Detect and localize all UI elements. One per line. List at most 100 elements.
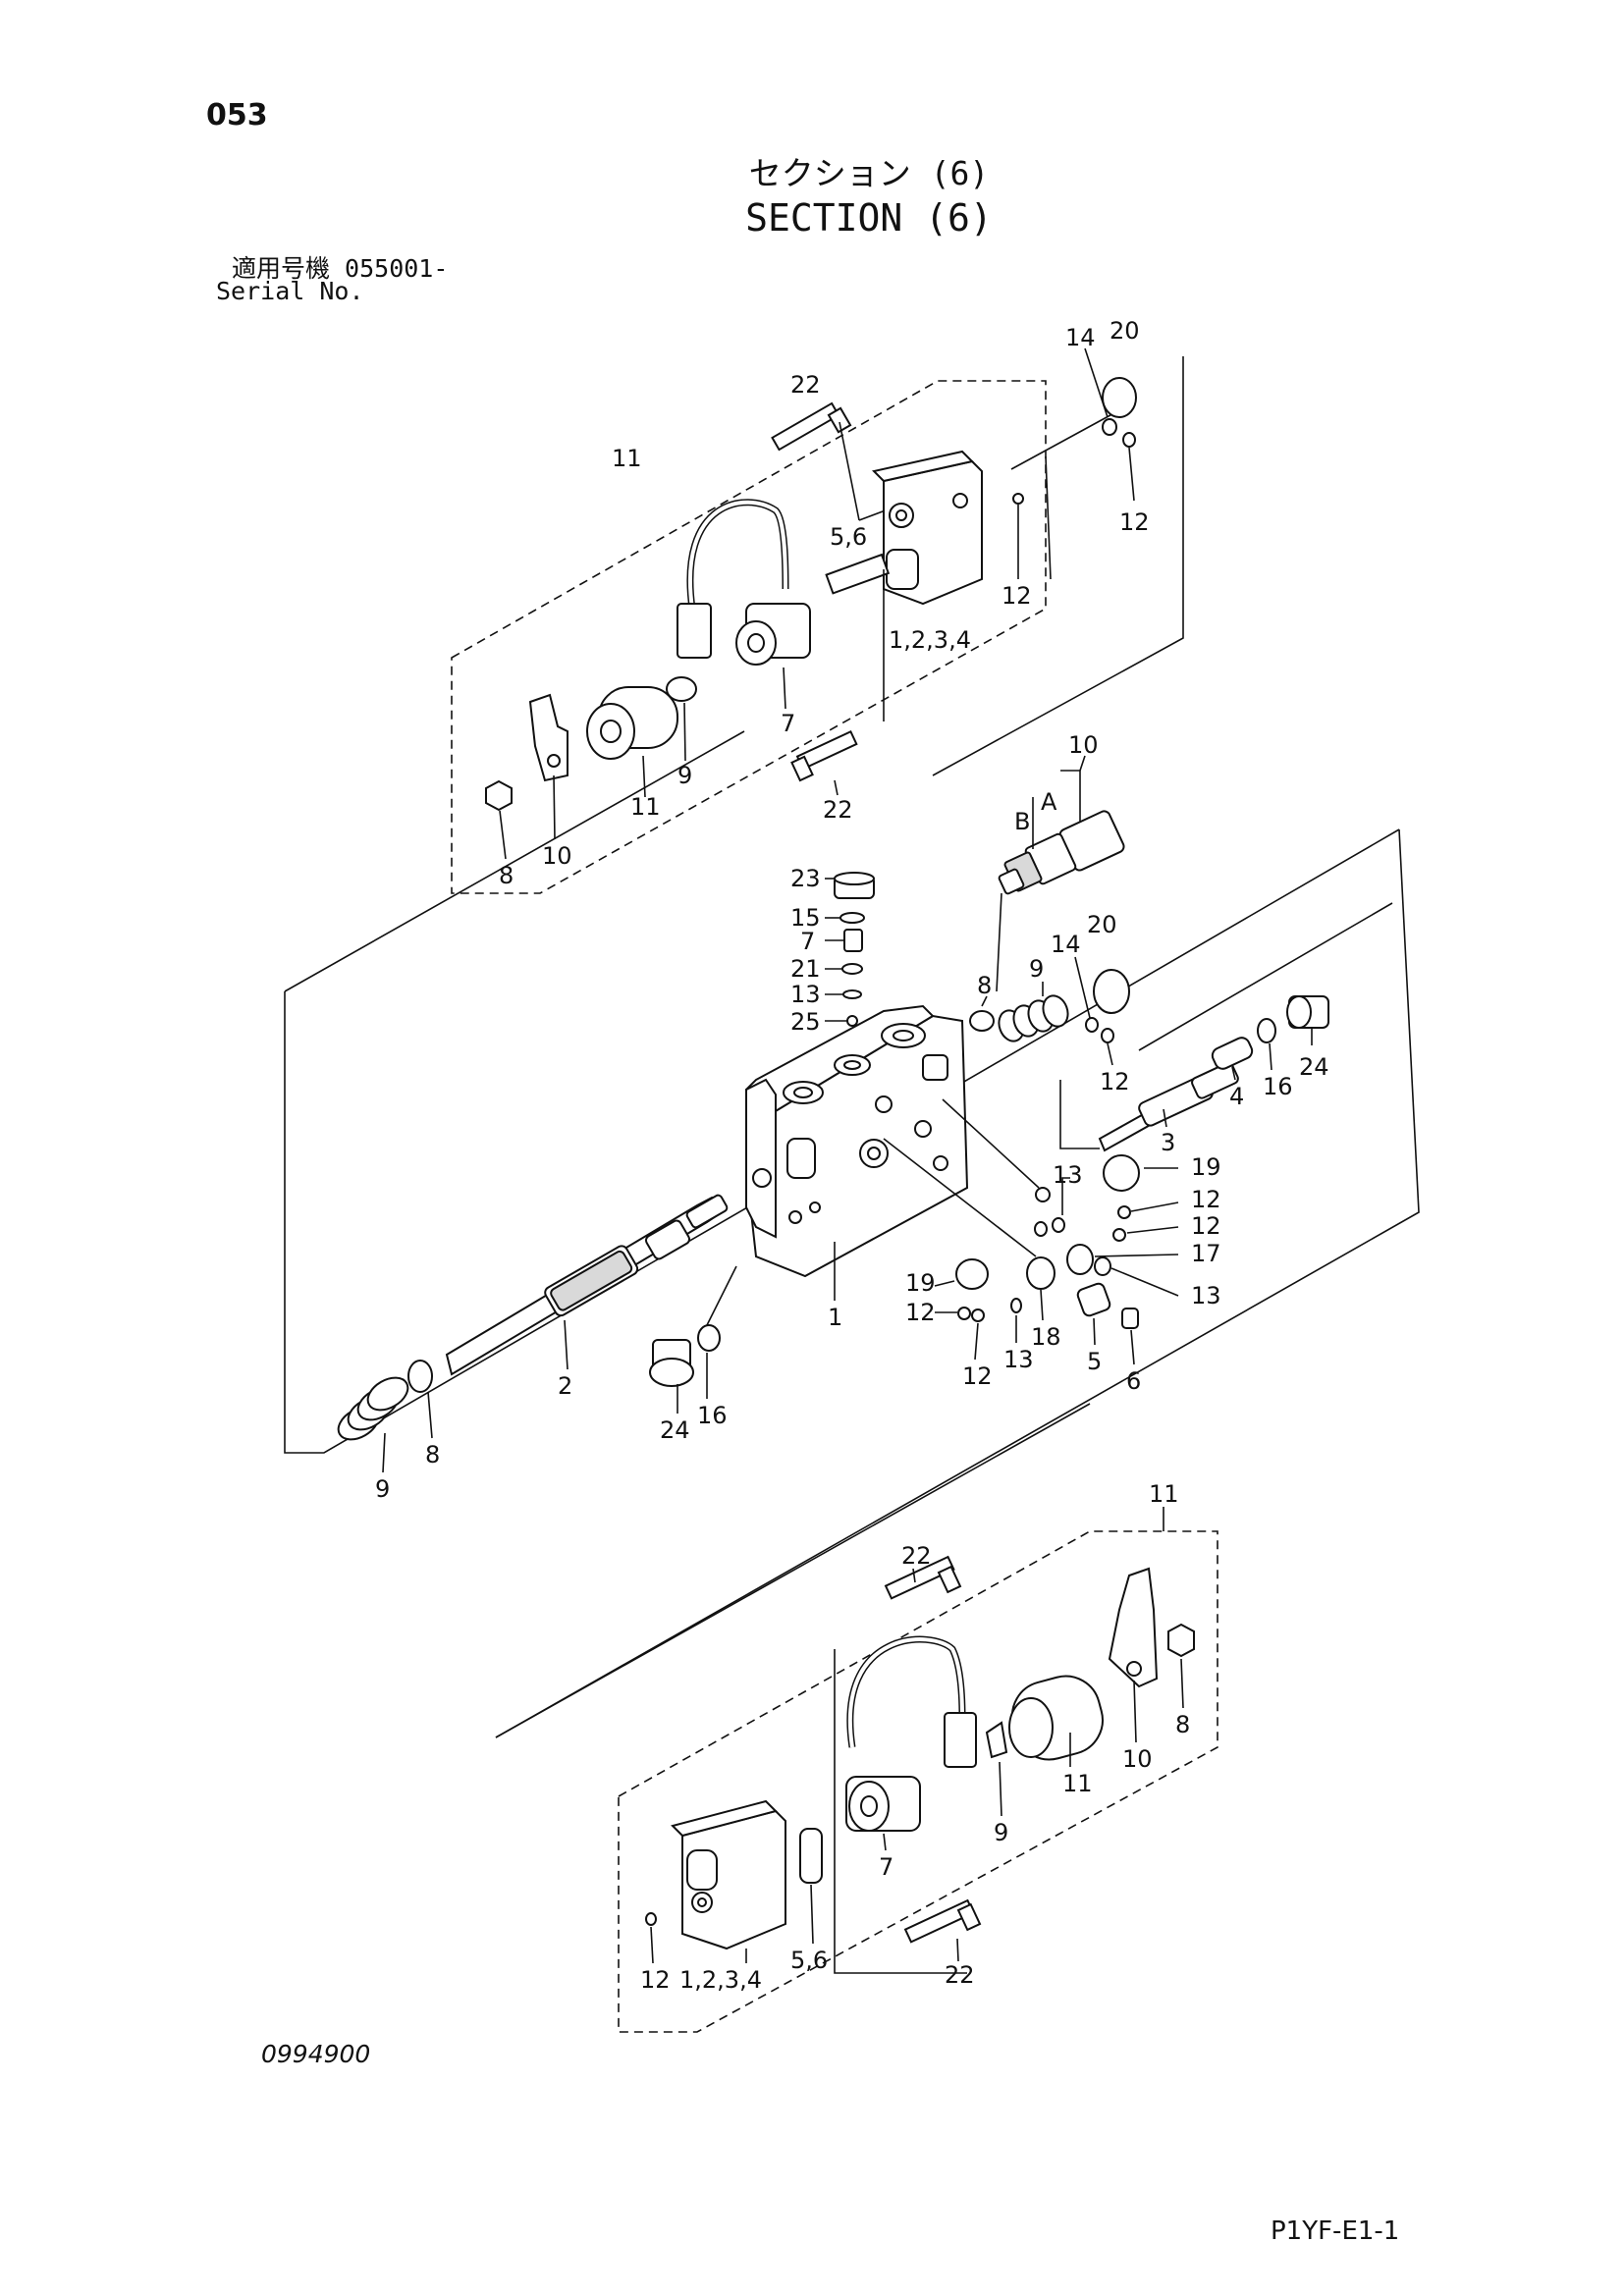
washer-8-mid <box>969 1010 995 1032</box>
leader-8-left <box>427 1391 433 1439</box>
leader-8-top <box>499 810 507 860</box>
oring-19-b <box>955 1258 989 1290</box>
oring-12-c <box>957 1307 971 1320</box>
bolt-22-bottom-b <box>903 1898 982 1944</box>
leader-3 <box>1163 1108 1167 1128</box>
serial-label-english: Serial No. <box>216 277 364 305</box>
leader-22 <box>839 421 860 521</box>
bottom-frame-line <box>834 1649 967 1974</box>
callout-21: 21 <box>790 955 821 983</box>
callout-24-mid: 24 <box>1299 1053 1329 1081</box>
stack-21-ring <box>841 963 863 975</box>
connector-bottom <box>944 1712 977 1768</box>
stack-15-oring <box>839 912 865 924</box>
callout-20-top: 20 <box>1110 317 1140 345</box>
leader-12-top-b <box>1128 447 1135 502</box>
callout-23: 23 <box>790 865 821 892</box>
leader-body-to-13 <box>942 1098 1040 1189</box>
title-english: SECTION (6) <box>745 196 993 240</box>
ring-9-top <box>666 676 697 702</box>
oring-12-r1 <box>1117 1205 1131 1219</box>
leader-56-bot <box>810 1884 814 1945</box>
leader-10 <box>1079 755 1086 772</box>
page-number: 053 <box>206 98 268 133</box>
spool-3 <box>1098 1061 1239 1152</box>
oring-12-r2 <box>1112 1228 1126 1242</box>
o-ring-12-top <box>1012 493 1024 505</box>
callout-12-bottom: 12 <box>640 1966 671 1994</box>
leader-16-right <box>1269 1042 1272 1071</box>
callout-13-b: 13 <box>1003 1346 1034 1373</box>
callout-22b-top: 22 <box>823 796 853 824</box>
coil-7-top <box>735 603 811 666</box>
leader-8-bot <box>1180 1658 1184 1709</box>
oring-12-bottom <box>645 1912 657 1926</box>
callout-3: 3 <box>1161 1129 1175 1156</box>
leader-8-mid <box>981 995 988 1007</box>
leader-9-left <box>382 1432 386 1473</box>
leader-10-top <box>553 774 556 840</box>
callout-11b-bottom: 11 <box>1062 1770 1093 1797</box>
callout-16-left: 16 <box>697 1402 728 1429</box>
callout-6: 6 <box>1126 1367 1141 1395</box>
callout-19-a: 19 <box>1191 1153 1221 1181</box>
title-japanese: セクション (6) <box>748 154 990 192</box>
plug-24-left <box>649 1339 694 1387</box>
oring-12-mid <box>1101 1028 1114 1043</box>
callout-9-top: 9 <box>677 762 692 789</box>
washer-8-left <box>407 1360 433 1393</box>
leader-13-r <box>1110 1267 1179 1297</box>
callout-12-top-b: 12 <box>1001 582 1032 610</box>
top-leader-line <box>1010 409 1120 470</box>
oring-20-mid <box>1093 969 1130 1014</box>
sleeve-11-bottom <box>1008 1675 1104 1761</box>
leader-9-top <box>683 702 686 762</box>
callout-11-bottom: 11 <box>1149 1480 1179 1508</box>
bottom-solenoid-assembly <box>495 1403 1218 2033</box>
callout-15: 15 <box>790 904 821 932</box>
callout-7-mid: 7 <box>800 928 815 955</box>
leader-19-b <box>934 1280 955 1287</box>
oring-14-mid <box>1085 1017 1099 1033</box>
leader-10-A <box>1060 770 1081 823</box>
callout-2: 2 <box>558 1372 572 1400</box>
stud-5-6-top <box>825 553 891 595</box>
leader-16-body <box>706 1265 737 1326</box>
main-frame-line-e <box>1059 1080 1100 1149</box>
callout-10-mid: 10 <box>1068 731 1099 759</box>
callout-12-c: 12 <box>905 1299 936 1326</box>
leader-14 <box>1084 347 1109 418</box>
bottom-assembly-dashed-boundary <box>618 1530 1218 2033</box>
callout-9-left: 9 <box>375 1475 390 1503</box>
leader-10-bot <box>1133 1680 1137 1743</box>
bracket-10-top <box>528 693 568 782</box>
spring-9-left <box>337 1376 409 1441</box>
callout-A: A <box>1041 788 1057 816</box>
connector-top <box>677 603 712 659</box>
bracket-10-bottom <box>1108 1567 1159 1688</box>
callout-16-mid: 16 <box>1263 1073 1293 1100</box>
callout-8-top: 8 <box>499 862 514 889</box>
stack-25-ball <box>846 1015 858 1027</box>
callout-14-mid: 14 <box>1051 931 1081 958</box>
ring-9-bottom <box>985 1721 1008 1759</box>
callout-13-r: 13 <box>1191 1282 1221 1309</box>
leader-22-bot <box>912 1568 916 1583</box>
stack-13-oring <box>842 989 862 999</box>
main-frame-line-b <box>284 730 745 992</box>
callout-11-top: 11 <box>612 445 642 472</box>
sleeve-11-top <box>586 686 678 760</box>
o-ring-12-top-b <box>1122 432 1136 448</box>
solenoid-valve-block-bottom <box>671 1799 786 1950</box>
oring-17-r <box>1066 1244 1094 1275</box>
callout-9-bottom: 9 <box>994 1819 1008 1846</box>
coil-7-bottom <box>845 1776 921 1832</box>
spring-9-mid <box>998 994 1069 1042</box>
solenoid-valve-block-top <box>872 450 983 606</box>
oring-16-right <box>1257 1018 1276 1043</box>
callout-12-r2: 12 <box>1191 1212 1221 1240</box>
stack-7-spring <box>843 929 863 952</box>
callout-22-bottom: 22 <box>901 1542 932 1570</box>
callout-14-top: 14 <box>1065 324 1096 351</box>
valve-body-1 <box>745 1004 969 1278</box>
